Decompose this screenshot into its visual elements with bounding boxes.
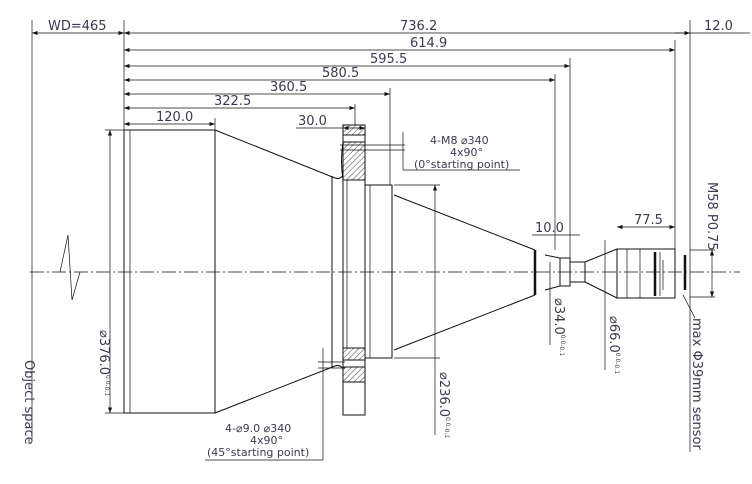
dimension-614: 614.9 (410, 36, 447, 51)
object-plane: Object space (21, 20, 81, 445)
tolerance-tol_upper: 0.0 (559, 335, 566, 345)
top-hole-callout: 4-M8 ⌀340 4x90° (0°starting point) (340, 132, 520, 171)
top-hole-spec: 4-M8 ⌀340 (430, 134, 489, 147)
diameter-34: ⌀34.00.0-0.1 (551, 298, 566, 356)
dimension-77: 77.5 (634, 213, 663, 228)
dimension-lines: WD=465 736.2 12.0 614.9 595.5 580.5 360.… (32, 19, 750, 236)
dimension-580: 580.5 (322, 66, 359, 81)
dimension-360: 360.5 (270, 80, 307, 95)
tolerance-tol_upper: 0.0 (104, 375, 111, 385)
wd-dimension: WD=465 (48, 19, 107, 34)
top-hole-start: (0°starting point) (414, 158, 509, 171)
bottom-hole-pattern: 4x90° (250, 434, 283, 447)
tolerance-tol_lower: -0.1 (558, 344, 565, 356)
flange-hatch-top (341, 141, 366, 181)
flange-hatch-bottom (342, 366, 366, 383)
dimension-30: 30.0 (298, 114, 327, 129)
tolerance-tol_upper: 0.0 (444, 417, 451, 427)
total-length-dimension: 736.2 (400, 19, 437, 34)
diameter-66: ⌀66.00.0-0.1 (606, 316, 621, 374)
object-space-label: Object space (21, 360, 36, 445)
dimension-120: 120.0 (156, 110, 193, 125)
tolerance-tol_lower: -0.1 (443, 427, 450, 439)
mount-thread-label: M58 P0.75 (704, 182, 719, 251)
bottom-hole-spec: 4-⌀9.0 ⌀340 (225, 422, 291, 435)
diameter-236: ⌀236.00.0-0.1 (436, 372, 451, 438)
dimension-322: 322.5 (214, 94, 251, 109)
dimension-10: 10.0 (535, 221, 564, 236)
diameter-dimensions: ⌀376.00.0-0.1 ⌀236.00.0-0.1 ⌀34.00.0-0.1… (96, 129, 719, 450)
bottom-hole-start: (45°starting point) (207, 446, 309, 459)
back-dimension: 12.0 (704, 19, 733, 34)
tolerance-tol_lower: -0.1 (103, 385, 110, 397)
sensor-label: max Φ39mm sensor (689, 318, 704, 450)
lens-body (123, 124, 687, 416)
extension-lines (123, 20, 691, 452)
bottom-hole-callout: 4-⌀9.0 ⌀340 4x90° (45°starting point) (205, 348, 345, 461)
tolerance-tol_upper: 0.0 (614, 353, 621, 363)
tolerance-tol_lower: -0.1 (613, 362, 620, 374)
top-hole-pattern: 4x90° (450, 146, 483, 159)
dimension-595: 595.5 (370, 52, 407, 67)
diameter-376: ⌀376.00.0-0.1 (96, 330, 111, 396)
